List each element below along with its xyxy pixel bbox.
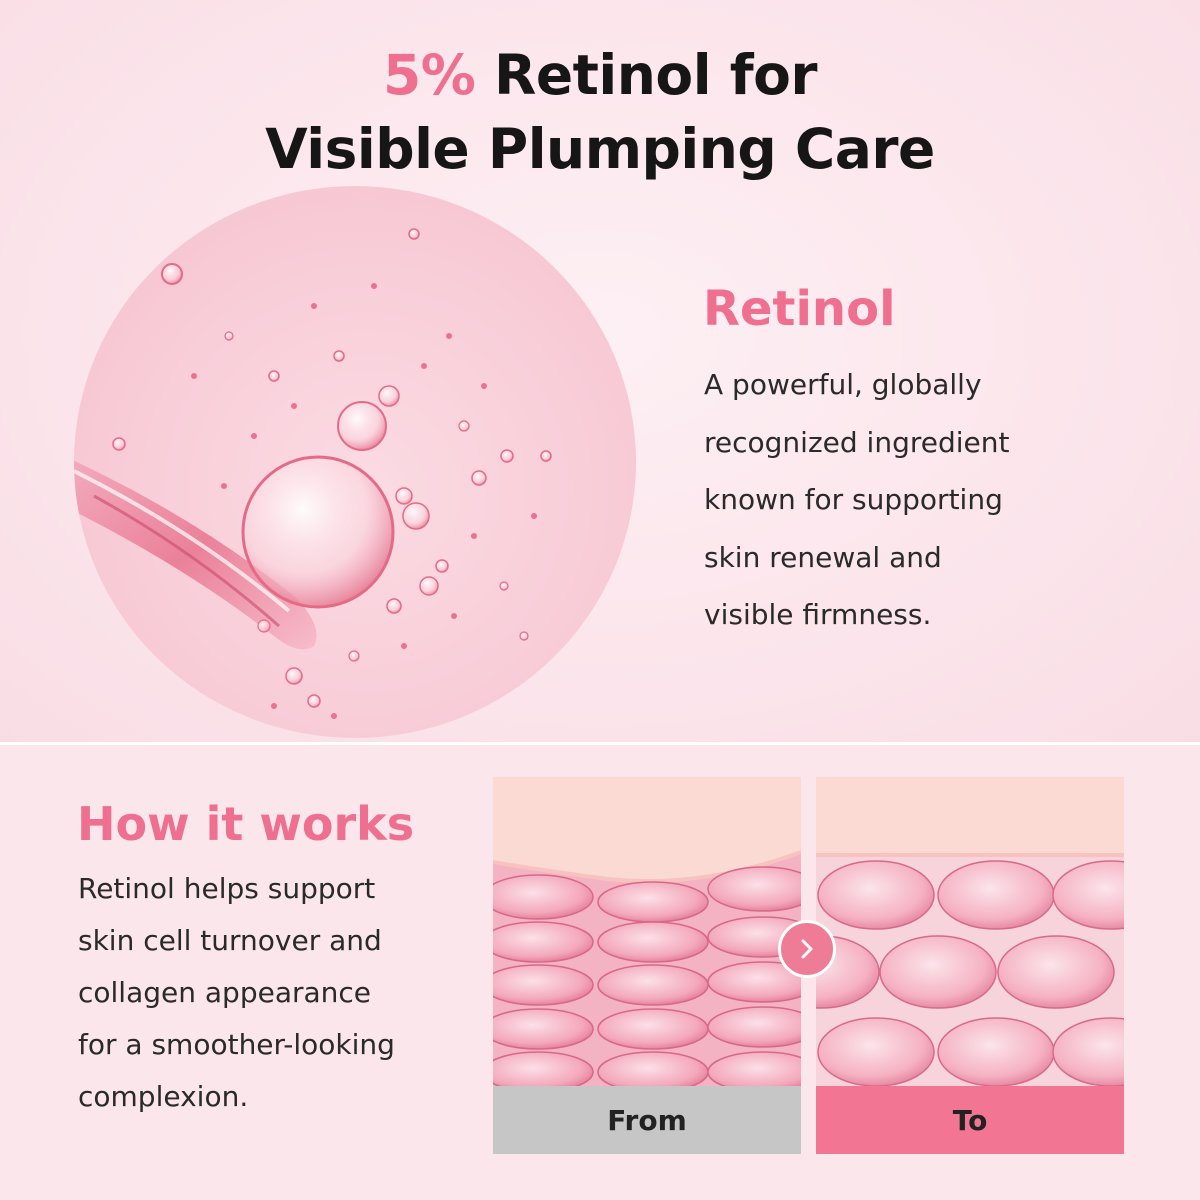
how-it-works-title: How it works	[77, 797, 415, 851]
how-it-works-description: Retinol helps support skin cell turnover…	[78, 863, 395, 1123]
section-divider	[0, 742, 1200, 745]
ingredient-line: A powerful, globally	[704, 368, 982, 401]
serum-bubbles-illustration	[74, 228, 552, 719]
to-label: To	[816, 1086, 1124, 1154]
ingredient-line: recognized ingredient	[704, 425, 1010, 459]
retinol-serum-image	[74, 186, 636, 738]
ingredient-title: Retinol	[703, 281, 896, 337]
chevron-right-glyph	[801, 939, 813, 959]
from-panel: From	[493, 777, 801, 1154]
to-skin-cells-illustration	[816, 777, 1124, 1086]
ingredient-line: visible firmness.	[704, 598, 932, 631]
how-line: for a smoother-looking	[78, 1028, 395, 1061]
chevron-right-icon	[778, 920, 836, 978]
ingredient-line: skin renewal and	[704, 540, 942, 574]
ingredient-line: known for supporting	[704, 483, 1003, 516]
headline-line-2: Visible Plumping Care	[265, 117, 935, 181]
how-line: Retinol helps support	[78, 872, 376, 905]
how-line: skin cell turnover and	[78, 924, 382, 957]
ingredient-description: A powerful, globally recognized ingredie…	[704, 356, 1009, 644]
headline-line-1-rest: Retinol for	[475, 43, 818, 107]
headline-line-1: 5% Retinol for	[0, 38, 1200, 112]
from-skin-cells-illustration	[493, 777, 801, 1086]
how-line: collagen appearance	[78, 976, 372, 1009]
headline-accent: 5%	[382, 43, 476, 107]
how-line: complexion.	[78, 1080, 249, 1113]
to-panel: To	[816, 777, 1124, 1154]
from-label: From	[493, 1086, 801, 1154]
page-headline: 5% Retinol for Visible Plumping Care	[0, 38, 1200, 186]
